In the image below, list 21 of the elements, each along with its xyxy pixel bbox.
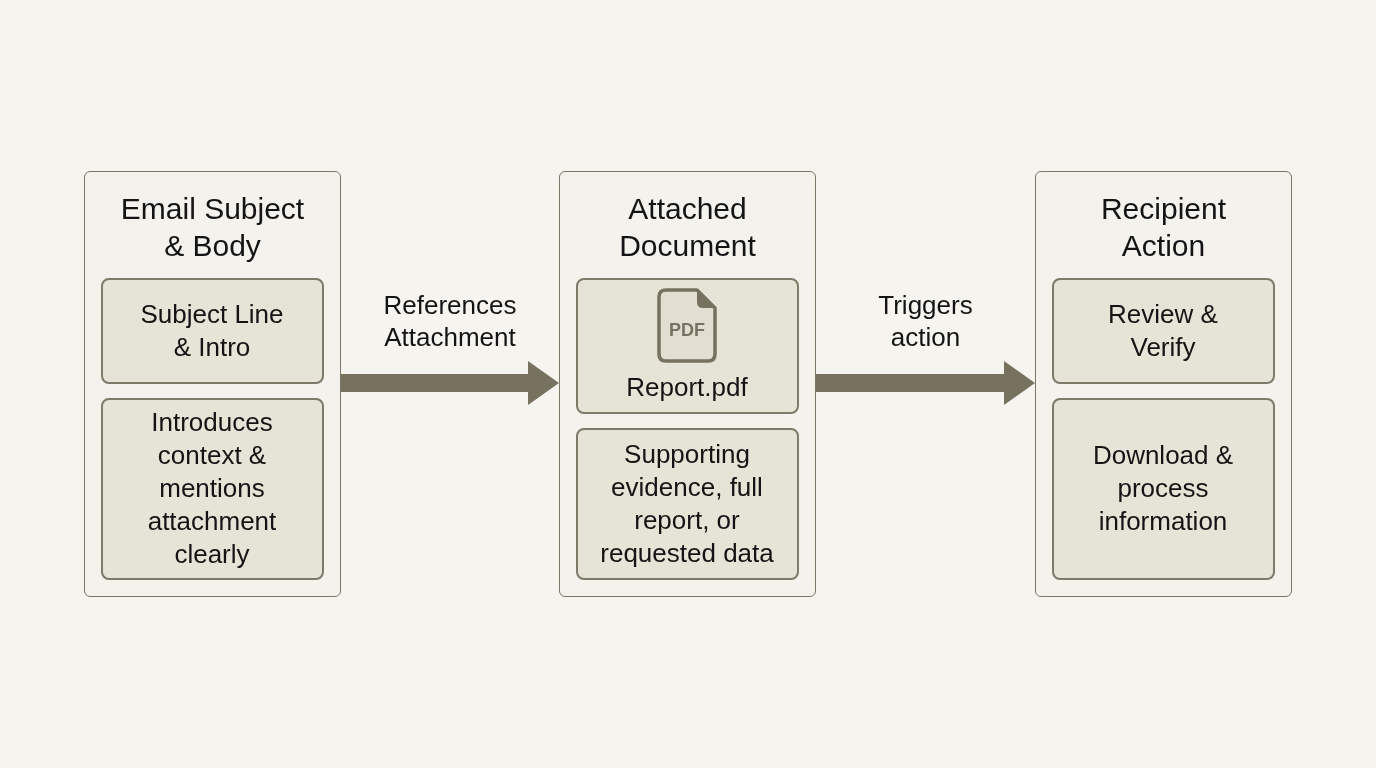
step-box — [1051, 397, 1275, 580]
step-text: Subject Line & Intro — [139, 297, 285, 364]
step-text: Report.pdf — [626, 370, 748, 404]
step-text: Download & process information — [1091, 439, 1235, 538]
step-box — [575, 277, 799, 414]
step-box — [100, 277, 324, 384]
step-text: Supporting evidence, full report, or requested data — [599, 437, 775, 570]
panel-heading: Attached Document — [618, 191, 757, 264]
group-panel — [559, 171, 816, 597]
group-panel — [1035, 171, 1292, 597]
group-panel — [84, 171, 341, 597]
arrow — [816, 361, 1035, 405]
step-box — [100, 397, 324, 580]
file-type-label: PDF — [668, 319, 706, 340]
arrow — [341, 361, 559, 405]
panel-heading: Recipient Action — [1099, 191, 1228, 264]
step-text: Introduces context & mentions attachment clearly — [146, 406, 278, 571]
step-text: Review & Verify — [1107, 297, 1219, 364]
panel-heading: Email Subject & Body — [119, 191, 306, 264]
step-box — [1051, 277, 1275, 384]
step-box — [575, 427, 799, 580]
